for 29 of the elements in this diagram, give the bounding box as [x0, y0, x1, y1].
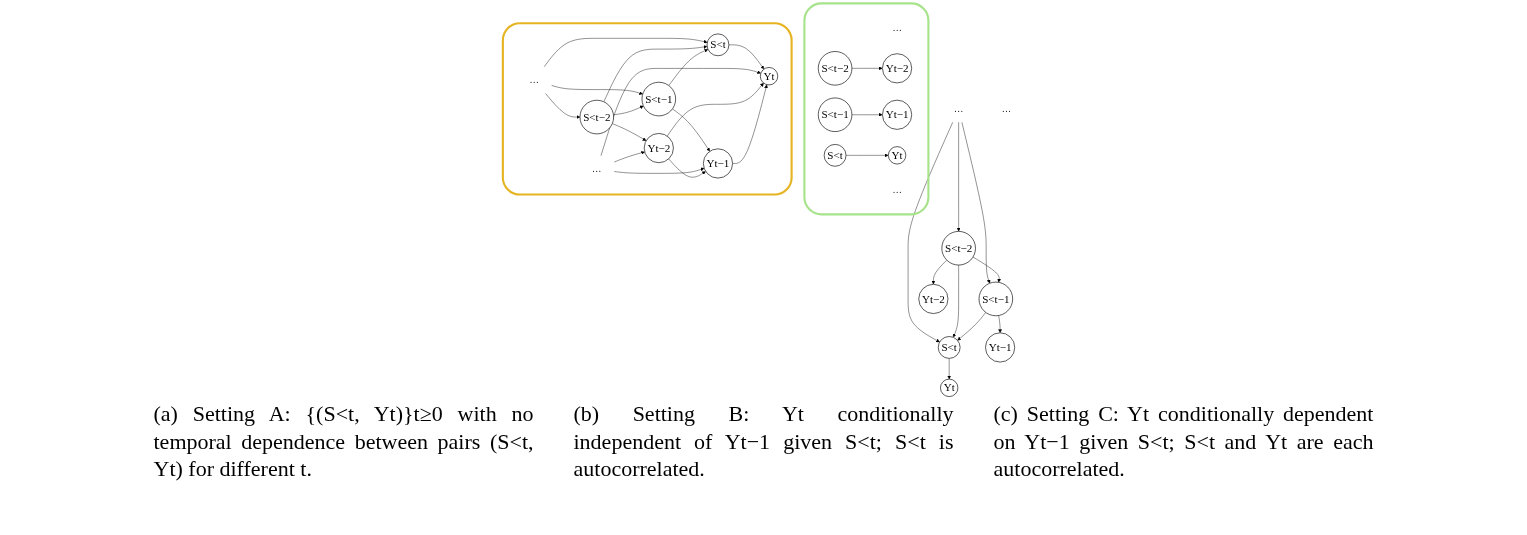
node-circle: S<t−1	[978, 281, 1014, 317]
node-circle: Yt−2	[882, 53, 913, 84]
node-circle: Yt−1	[985, 332, 1016, 363]
node-text: …	[592, 163, 602, 175]
node-circle: Yt−2	[918, 284, 949, 314]
node-text: …	[1001, 103, 1012, 115]
node-circle: S<t−1	[641, 81, 677, 117]
caption-text: (c) Setting C: Yt conditionally dependent on Yt−1 given S<t; S<t and Yt are each autocorrelated.	[993, 400, 1374, 483]
node-circle: S<t	[823, 144, 847, 167]
node-text: …	[892, 22, 902, 33]
node-circle: S<t	[706, 33, 730, 57]
node-circle: S<t	[938, 336, 961, 359]
node-circle: S<t−2	[941, 231, 976, 266]
node-circle: Yt	[760, 67, 779, 86]
node-text: …	[892, 184, 902, 196]
node-circle: S<t−2	[579, 99, 615, 135]
node-circle: Yt	[940, 378, 959, 397]
caption-text: (a) Setting A: {(S<t, Yt)}t≥0 with no temporal dependence between pairs (S<t, Yt) for different t.	[153, 400, 534, 483]
node-text: …	[529, 74, 539, 86]
node-circle: Yt−2	[644, 133, 674, 163]
cluster	[803, 2, 930, 216]
node-text: …	[954, 103, 964, 115]
cluster	[501, 22, 793, 196]
node-circle: Yt−1	[882, 99, 913, 130]
node-circle: Yt	[888, 146, 907, 165]
node-circle: Yt−1	[703, 148, 734, 179]
caption-text: (b) Setting B: Yt conditionally independent of Yt−1 given S<t; S<t is autocorrelated.	[573, 400, 954, 483]
node-circle: S<t−1	[818, 97, 853, 132]
node-circle: S<t−2	[818, 51, 853, 86]
